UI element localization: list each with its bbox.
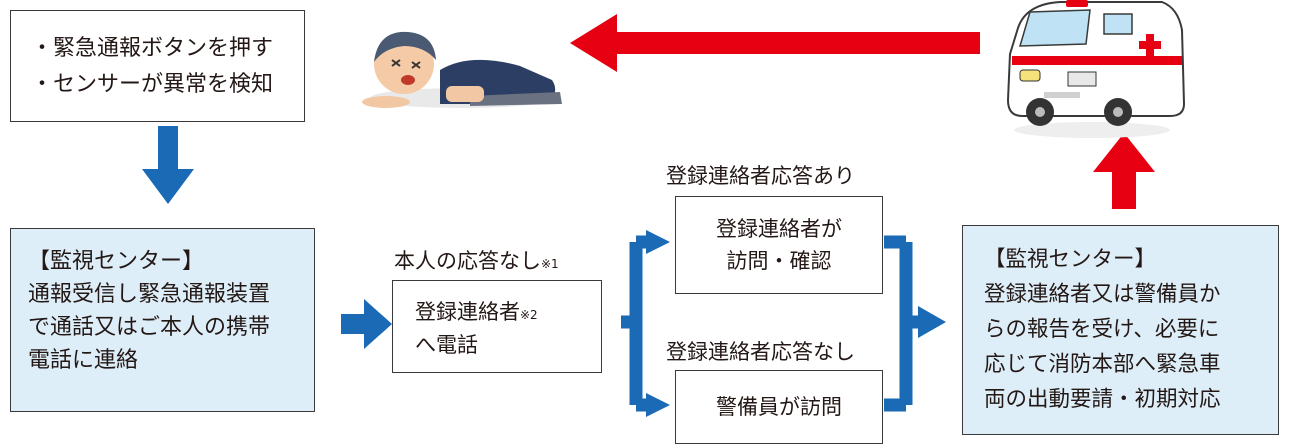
trigger-line-2: ・センサーが異常を検知 xyxy=(31,72,274,97)
trigger-line-1: ・緊急通報ボタンを押す xyxy=(31,36,274,61)
no-answer-text: 本人の応答なし xyxy=(394,249,541,273)
contact-answered-label: 登録連絡者応答あり xyxy=(666,164,855,188)
monitor-center2-line-4: 両の出動要請・初期対応 xyxy=(984,387,1221,412)
call-contact-line-2: へ電話 xyxy=(415,333,478,357)
guard-visit-box: 警備員が訪問 xyxy=(675,370,883,444)
monitor-center-box-2: 【監視センター】 登録連絡者又は警備員か らの報告を受け、必要に 応じて消防本部… xyxy=(962,225,1279,435)
monitor-center2-line-1: 登録連絡者又は警備員か xyxy=(984,282,1221,307)
no-answer-label: 本人の応答なし※1 xyxy=(394,245,559,275)
left-arrow xyxy=(570,14,980,72)
monitor-center-line-2: で通話又はご本人の携帯 xyxy=(28,315,271,340)
guard-visit-text: 警備員が訪問 xyxy=(716,395,842,419)
up-arrow xyxy=(1093,133,1155,209)
call-contact-line-1: 登録連絡者※2 xyxy=(415,300,538,324)
right-arrow-to-call xyxy=(341,299,392,349)
contact-visit-line-1: 登録連絡者が xyxy=(716,217,842,241)
call-contact-note: ※2 xyxy=(520,308,538,322)
ambulance-icon xyxy=(1006,0,1186,138)
trigger-box: ・緊急通報ボタンを押す ・センサーが異常を検知 xyxy=(10,10,305,122)
contact-visit-box: 登録連絡者が 訪問・確認 xyxy=(675,196,883,294)
no-answer-note: ※1 xyxy=(541,257,559,271)
monitor-center2-title: 【監視センター】 xyxy=(984,247,1157,272)
contact-no-answer-label: 登録連絡者応答なし xyxy=(666,340,855,364)
monitor-center-box-1: 【監視センター】 通報受信し緊急通報装置 で通話又はご本人の携帯 電話に連絡 xyxy=(10,228,315,412)
monitor-center-title-1: 【監視センター】 xyxy=(28,249,205,274)
collapsed-person-icon xyxy=(362,31,562,108)
monitor-center2-line-2: らの報告を受け、必要に xyxy=(984,317,1220,342)
merge-arrow xyxy=(918,306,946,338)
split-bracket xyxy=(621,235,648,412)
monitor-center-line-3: 電話に連絡 xyxy=(28,348,139,373)
merge-bracket xyxy=(884,235,920,412)
down-arrow xyxy=(142,126,194,204)
monitor-center2-line-3: 応じて消防本部へ緊急車 xyxy=(984,352,1221,377)
monitor-center-line-1: 通報受信し緊急通報装置 xyxy=(28,282,271,307)
contact-visit-line-2: 訪問・確認 xyxy=(726,249,832,273)
call-contact-box: 登録連絡者※2 へ電話 xyxy=(392,280,602,373)
split-arrow-top xyxy=(646,230,670,254)
split-arrow-bottom xyxy=(646,393,670,417)
